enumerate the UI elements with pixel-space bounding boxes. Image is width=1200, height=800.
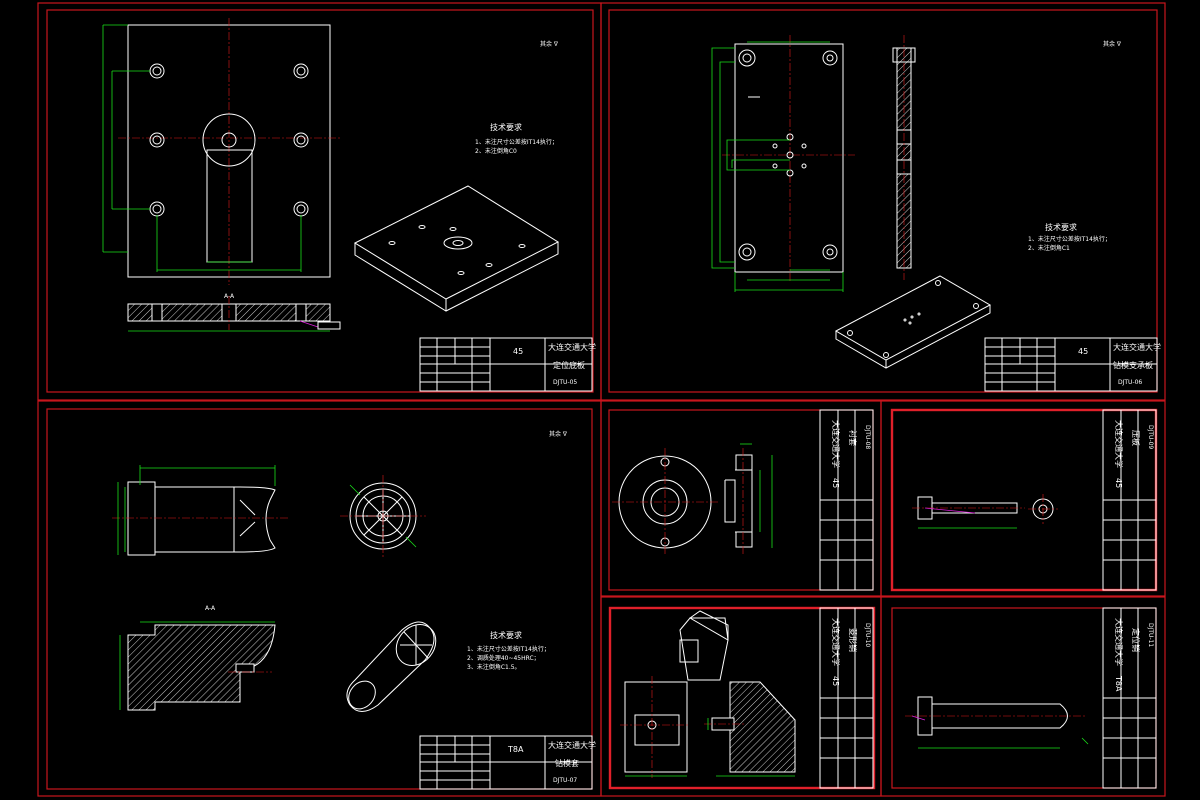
section-label: A-A [205,605,216,612]
material: T8A [507,745,524,754]
diamond-pin-section-view [729,681,796,773]
material: 45 [1078,347,1088,356]
tech-note: 2、未注倒角C0 [475,147,517,155]
tech-note: 2、未注倒角C1 [1028,244,1070,252]
tech-note: 1、未注尺寸公差按IT14执行； [467,645,550,653]
diamond-pin-iso-view [679,617,729,681]
sheet-clamp-plate: 大连交通大学 压板 DJTU-09 45 [912,409,1157,591]
drawing-number: DJTU-10 [864,623,871,647]
school-name: 大连交通大学 [548,740,596,750]
drawing-number: DJTU-07 [553,777,577,784]
sheet-locating-pin: 大连交通大学 定位销 DJTU-11 T8A [905,607,1157,789]
title-block: 45 大连交通大学 钻模支承板 DJTU-06 [984,337,1161,392]
drawing-number: DJTU-06 [1118,379,1142,386]
part-name: 钻模支承板 [1113,360,1153,370]
title-block: 大连交通大学 衬套 DJTU-08 45 [819,409,874,591]
mounting-holes [149,63,309,217]
part-name: 衬套 [848,430,858,446]
diamond-pin-front-view [624,681,688,773]
support-plate-outline [734,43,844,273]
tech-requirements-title: 技术要求 [490,122,522,132]
sheet-positioning-base-plate: A-A 其余 ∇ 技术要求 1、未注尺寸公差按IT14执行； 2、未注倒角C0 [102,18,596,392]
title-block: T8A 大连交通大学 钻模套 DJTU-07 [419,735,596,790]
material: 45 [513,347,523,356]
sheet-drill-bushing: A-A 其余 ∇ 技术要求 1、未注尺寸公差按IT14执行； 2、调质处理40~… [112,430,596,790]
surface-roughness-symbol: 其余 ∇ [549,430,568,438]
tech-requirements-title: 技术要求 [490,630,522,640]
part-name: 钻模套 [555,758,579,768]
section-label: A-A [224,293,235,300]
title-block: 大连交通大学 定位销 DJTU-11 T8A [1102,607,1157,789]
material: 45 [831,676,840,686]
bushing-flange [127,481,156,556]
school-name: 大连交通大学 [831,420,841,468]
drawing-number: DJTU-11 [1147,623,1154,647]
material: 45 [831,478,840,488]
drawing-number: DJTU-08 [864,425,871,449]
material: 45 [1114,478,1123,488]
title-block: 大连交通大学 压板 DJTU-09 45 [1102,409,1157,591]
part-name: 菱形销 [848,628,858,652]
title-block: 大连交通大学 菱形销 DJTU-10 45 [819,607,874,789]
tech-note: 2、调质处理40~45HRC； [467,654,540,662]
plate-iso-view [353,185,560,300]
school-name: 大连交通大学 [1113,342,1161,352]
part-name: 定位销 [1131,628,1141,652]
part-name: 定位底板 [553,360,585,370]
drawing-number: DJTU-05 [553,379,577,386]
sheet-liner: 大连交通大学 衬套 DJTU-08 45 [612,409,874,591]
sheet-drill-support-plate: 其余 ∇ 技术要求 1、未注尺寸公差按IT14执行； 2、未注倒角C1 45 大… [711,35,1161,392]
surface-roughness-symbol: 其余 ∇ [1103,40,1122,48]
drawing-number: DJTU-09 [1147,425,1154,449]
tech-note: 1、未注尺寸公差按IT14执行； [1028,235,1111,243]
school-name: 大连交通大学 [831,618,841,666]
bushing-section-view [127,624,276,711]
bushing-iso-view [346,621,435,712]
material: T8A [1114,675,1123,692]
title-block: 45 大连交通大学 定位底板 DJTU-05 [419,337,596,392]
tech-note: 3、未注倒角C1.5。 [467,663,521,671]
part-name: 压板 [1131,430,1141,446]
tech-requirements-title: 技术要求 [1045,222,1077,232]
surface-roughness-symbol: 其余 ∇ [540,40,559,48]
school-name: 大连交通大学 [1114,420,1124,468]
school-name: 大连交通大学 [548,342,596,352]
tech-note: 1、未注尺寸公差按IT14执行； [475,138,558,146]
school-name: 大连交通大学 [1114,618,1124,666]
sheet-diamond-pin: 大连交通大学 菱形销 DJTU-10 45 [620,607,874,789]
locating-pin-body [931,703,1068,729]
